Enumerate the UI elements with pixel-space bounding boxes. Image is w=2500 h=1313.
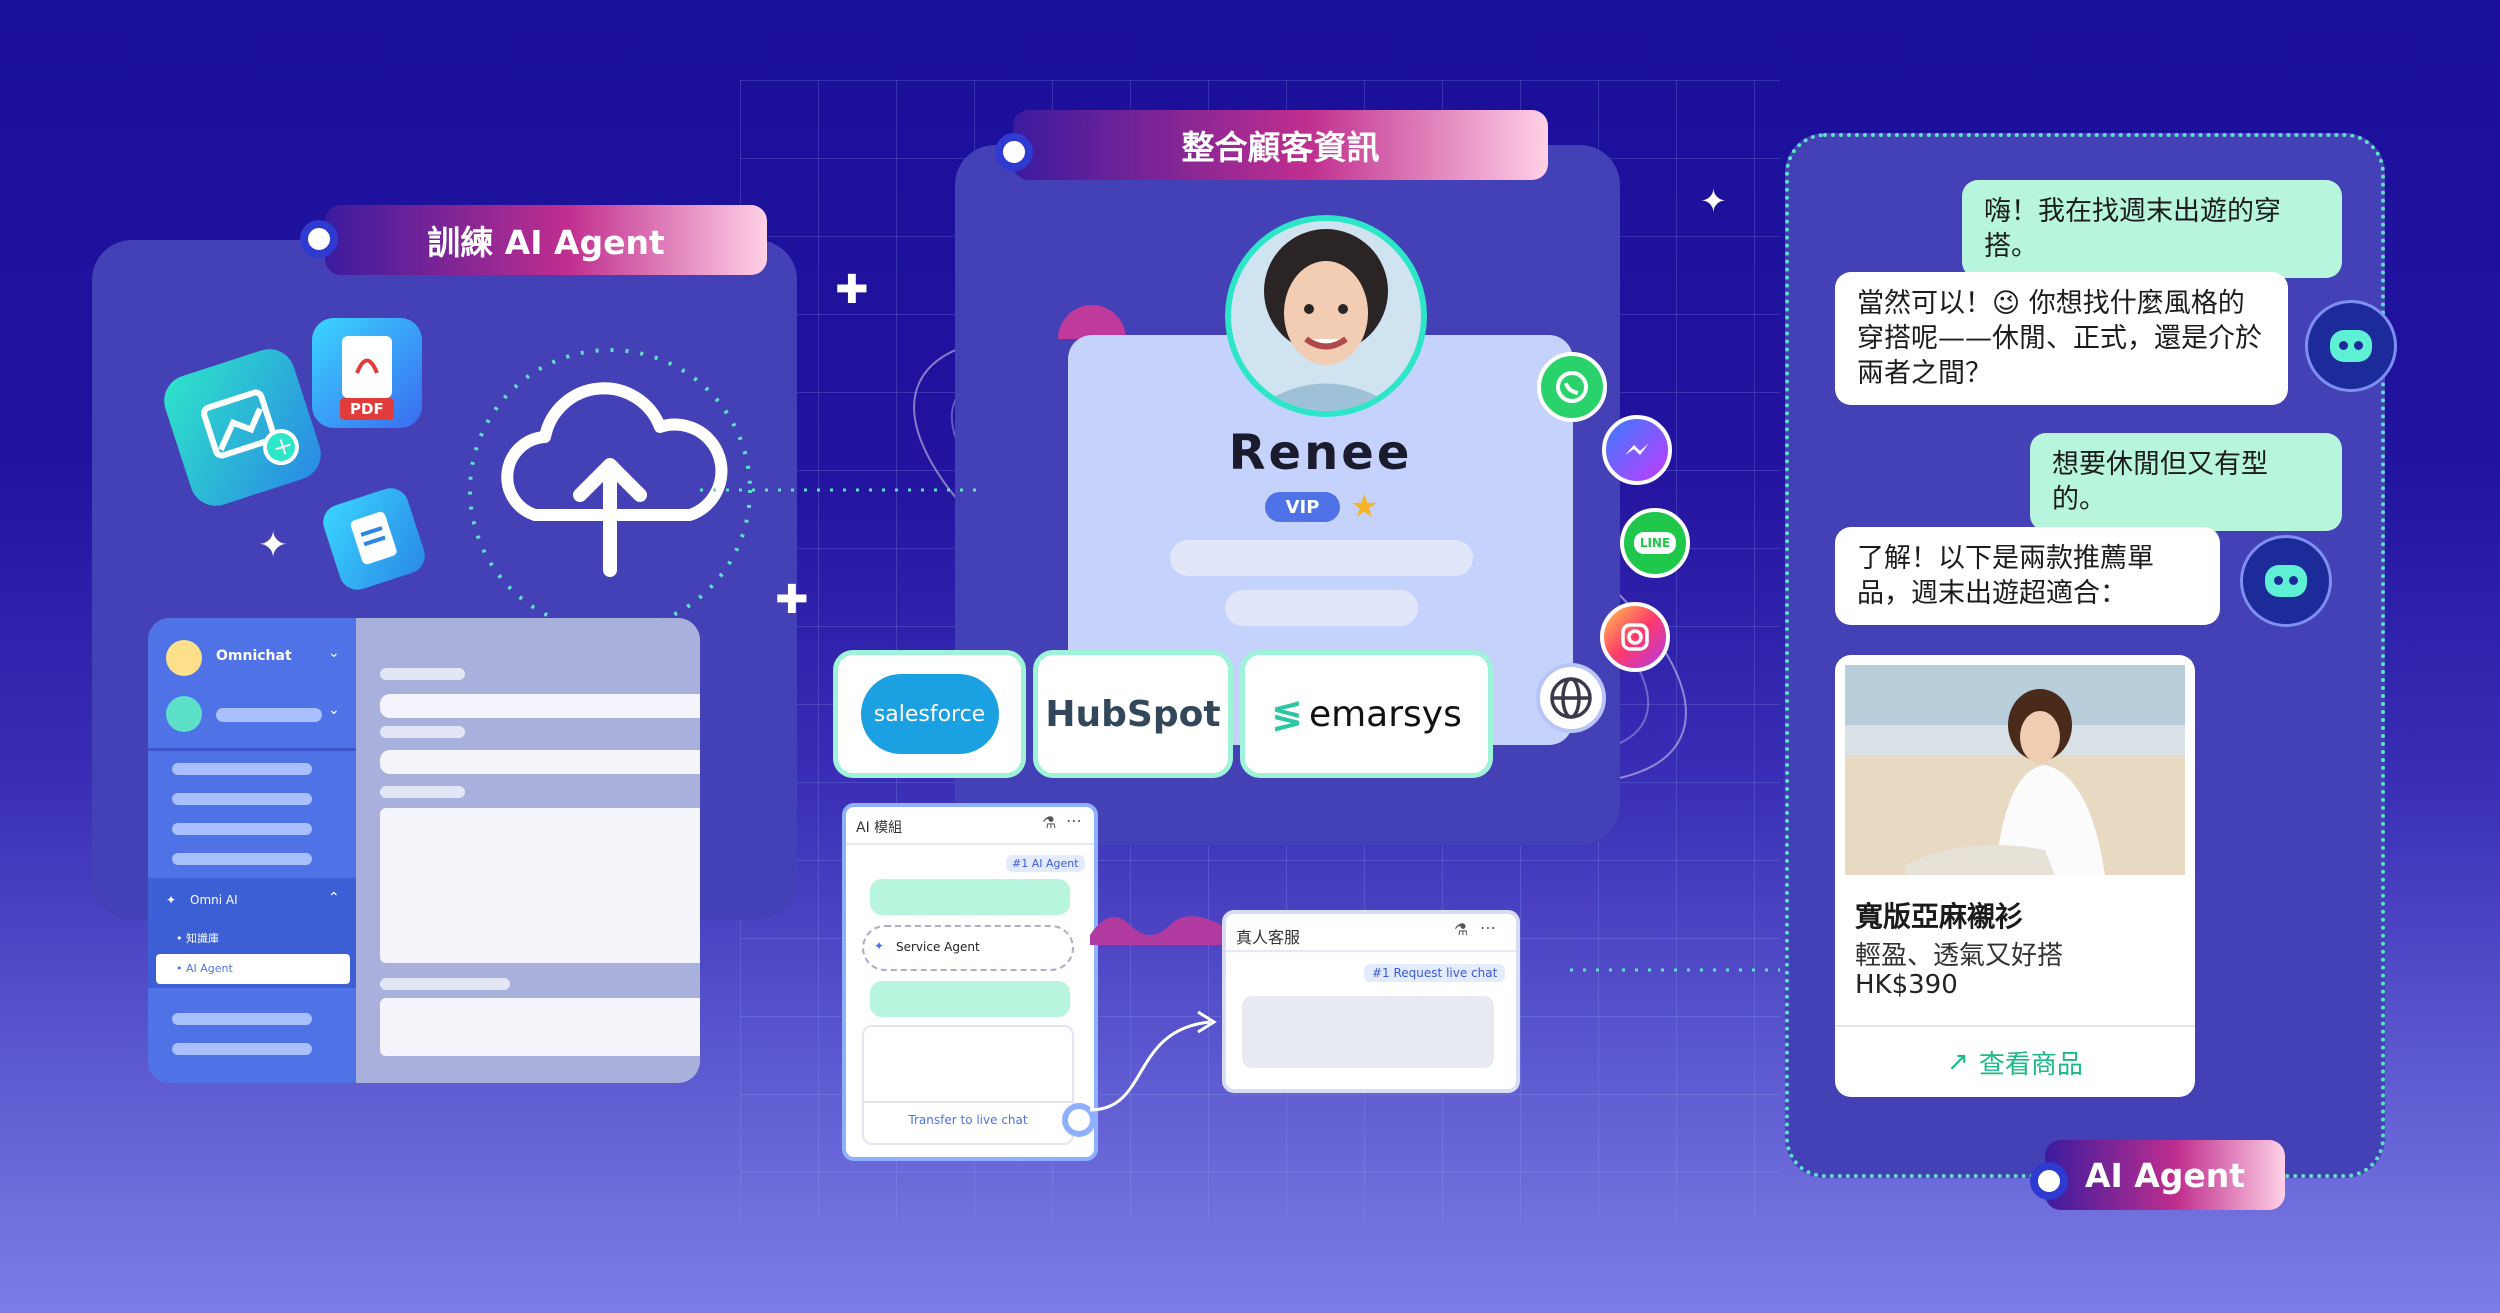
messenger-icon[interactable] — [1602, 415, 1672, 485]
whatsapp-icon[interactable] — [1537, 352, 1607, 422]
service-agent-label: Service Agent — [896, 940, 980, 954]
transfer-link[interactable]: Transfer to live chat — [908, 1113, 1028, 1127]
user-message: 想要休閒但又有型的。 — [2030, 433, 2342, 531]
salesforce-logo: salesforce — [833, 650, 1026, 778]
avatar — [166, 696, 202, 732]
sparkle-icon: ✦ — [1700, 182, 1727, 220]
chevron-down-icon[interactable]: ⌄ — [328, 702, 340, 718]
info-placeholder — [1170, 540, 1473, 576]
live-chat-box: Transfer to live chat — [862, 1025, 1074, 1145]
placeholder-bar — [216, 708, 322, 722]
avatar — [1225, 215, 1427, 417]
product-description: 輕盈、透氣又好搭 — [1855, 941, 2064, 971]
message-placeholder — [870, 879, 1070, 915]
dotted-connector — [700, 488, 980, 492]
globe-icon[interactable] — [1536, 663, 1606, 733]
label-placeholder — [380, 668, 465, 680]
sparkle-icon: ✦ — [258, 525, 289, 566]
ai-agent-tag: #1 AI Agent — [1006, 855, 1085, 872]
product-price: HK$390 — [1855, 970, 1958, 1000]
emarsys-mark-icon: ≶ — [1271, 692, 1303, 736]
chevron-down-icon[interactable]: ⌄ — [328, 645, 340, 661]
connector-dot — [300, 220, 338, 258]
live-agent-card: 真人客服 ⚗ ⋯ #1 Request live chat — [1222, 910, 1520, 1093]
account-name: Omnichat — [216, 648, 292, 664]
flask-icon[interactable]: ⚗ — [1454, 920, 1469, 939]
chevron-up-icon[interactable]: ⌃ — [328, 890, 340, 906]
cloud-upload-icon — [468, 348, 752, 632]
app-window: Omnichat ⌄ ⌄ ✦ Omni AI ⌃ • 知識庫 • AI Agen… — [148, 618, 700, 1083]
product-card[interactable]: 寬版亞麻襯衫 輕盈、透氣又好搭 HK$390 ↗ 查看商品 — [1835, 655, 2195, 1097]
customer-name: Renee — [1228, 425, 1413, 481]
sidebar-item-knowledge[interactable]: • 知識庫 — [176, 932, 219, 945]
dotted-connector — [1570, 968, 1780, 972]
ai-module-card: AI 模組 ⚗ ⋯ #1 AI Agent ✦ Service Agent Tr… — [842, 803, 1098, 1161]
robot-icon — [2240, 535, 2332, 627]
menu-placeholder — [172, 823, 312, 835]
document-icon — [318, 483, 430, 595]
sparkle-icon: ✦ — [166, 893, 177, 907]
more-icon[interactable]: ⋯ — [1066, 811, 1082, 830]
menu-placeholder — [172, 1013, 312, 1025]
line-icon[interactable]: LINE — [1620, 508, 1690, 578]
sparkle-icon: ✦ — [874, 939, 885, 953]
label-placeholder — [380, 786, 465, 798]
field-placeholder — [380, 750, 700, 774]
request-live-chat-tag: #1 Request live chat — [1364, 964, 1506, 982]
star-icon: ★ — [1350, 487, 1379, 525]
robot-icon — [2305, 300, 2397, 392]
product-image — [1845, 665, 2185, 875]
ai-module-title: AI 模組 — [856, 820, 903, 836]
menu-placeholder — [172, 793, 312, 805]
emarsys-logo: ≶ emarsys — [1240, 650, 1493, 778]
field-placeholder — [380, 998, 700, 1056]
message-placeholder — [1242, 996, 1494, 1068]
user-message: 嗨！我在找週末出遊的穿搭。 — [1962, 180, 2342, 278]
info-placeholder — [1225, 590, 1418, 626]
label-placeholder — [380, 978, 510, 990]
decorative-wave — [1090, 916, 1230, 945]
hubspot-logo: HubSpot — [1033, 650, 1233, 778]
pdf-file-icon: PDF — [312, 318, 422, 428]
pdf-label: PDF — [340, 398, 394, 420]
connector-dot — [995, 133, 1033, 171]
instagram-icon[interactable] — [1600, 602, 1670, 672]
label-placeholder — [380, 726, 465, 738]
service-agent-node[interactable]: ✦ Service Agent — [862, 925, 1074, 971]
bot-message: 了解！以下是兩款推薦單品，週末出遊超適合： — [1835, 527, 2220, 625]
ai-agent-badge: AI Agent — [2045, 1140, 2285, 1210]
product-name: 寬版亞麻襯衫 — [1855, 900, 2024, 933]
menu-placeholder — [172, 1043, 312, 1055]
flask-icon[interactable]: ⚗ — [1042, 813, 1057, 832]
sparkle-icon: ✚ — [775, 577, 809, 623]
avatar — [166, 640, 202, 676]
menu-placeholder — [172, 853, 312, 865]
connector-dot — [2030, 1162, 2068, 1200]
sparkle-icon: ✚ — [835, 267, 869, 313]
live-agent-title: 真人客服 — [1236, 928, 1301, 947]
external-link-icon: ↗ — [1947, 1047, 1969, 1077]
train-title: 訓練 AI Agent — [325, 205, 767, 275]
field-placeholder — [380, 694, 700, 718]
menu-placeholder — [172, 763, 312, 775]
view-product-button[interactable]: ↗ 查看商品 — [1947, 1047, 2083, 1080]
image-upload-icon: + — [157, 342, 328, 513]
textarea-placeholder — [380, 808, 700, 963]
message-placeholder — [870, 981, 1070, 1017]
integrate-title: 整合顧客資訊 — [1013, 110, 1548, 180]
more-icon[interactable]: ⋯ — [1480, 918, 1496, 937]
bot-message: 當然可以！😉 你想找什麼風格的穿搭呢——休閒、正式，還是介於兩者之間？ — [1835, 272, 2288, 405]
flow-arrow — [1090, 1010, 1217, 1112]
sidebar-item-ai-agent[interactable]: • AI Agent — [156, 954, 350, 984]
vip-badge: VIP — [1265, 492, 1340, 522]
sidebar-item-omni-ai[interactable]: Omni AI — [190, 893, 238, 907]
app-sidebar: Omnichat ⌄ ⌄ ✦ Omni AI ⌃ • 知識庫 • AI Agen… — [148, 618, 356, 1083]
